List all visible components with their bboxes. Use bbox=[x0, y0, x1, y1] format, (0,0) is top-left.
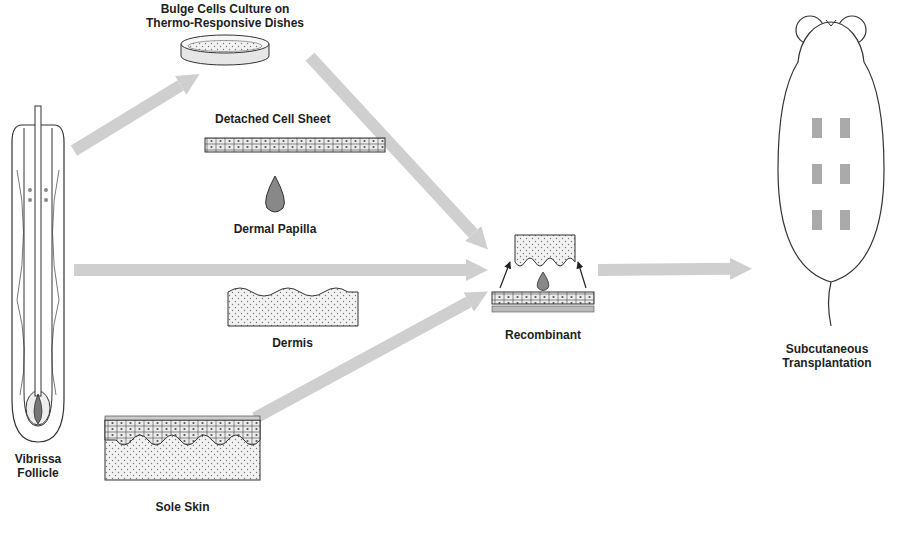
labelled-figure: Bulge Cells Culture on Thermo-Responsive… bbox=[140, 2, 310, 74]
figure-label: Subcutaneous Transplantation bbox=[752, 342, 902, 370]
support-plate bbox=[492, 306, 594, 312]
papilla-in-follicle bbox=[34, 394, 42, 424]
labelled-figure: Dermal Papilla bbox=[225, 172, 325, 236]
bulge-cell bbox=[44, 198, 48, 202]
hair-shaft bbox=[35, 106, 41, 396]
figure-label: Detached Cell Sheet bbox=[205, 112, 385, 126]
figure-label: Dermis bbox=[225, 336, 360, 350]
bulge-cell bbox=[44, 188, 48, 192]
labelled-figure: Vibrissa Follicle bbox=[2, 118, 74, 480]
process-arrow bbox=[74, 85, 181, 150]
dish-rim bbox=[181, 35, 269, 53]
dermal-papilla bbox=[537, 272, 549, 291]
labelled-figure: Detached Cell Sheet bbox=[205, 112, 385, 154]
graft-site bbox=[840, 210, 850, 230]
dermis-piece bbox=[515, 235, 575, 266]
mouse-body bbox=[778, 22, 884, 282]
mouse bbox=[778, 16, 884, 326]
vibrissa-follicle bbox=[12, 106, 64, 442]
sole-skin bbox=[105, 416, 260, 480]
labelled-figure: Sole Skin bbox=[100, 418, 265, 514]
dish-cells bbox=[188, 41, 262, 52]
sole-epidermis bbox=[105, 420, 260, 445]
process-arrow bbox=[74, 264, 466, 276]
graft-site bbox=[812, 210, 822, 230]
graft-site bbox=[812, 118, 822, 138]
graft-site bbox=[840, 118, 850, 138]
bulge-cell bbox=[28, 198, 32, 202]
bulge-cell bbox=[28, 188, 32, 192]
dermal-papilla bbox=[266, 176, 285, 212]
sole-dermis bbox=[105, 420, 260, 480]
figure-label: Sole Skin bbox=[100, 500, 265, 514]
blood-sinus bbox=[17, 170, 24, 395]
mouse-nose bbox=[826, 20, 836, 26]
hair-bulb bbox=[26, 391, 50, 425]
fold-arrow bbox=[500, 262, 510, 288]
graft-site bbox=[812, 164, 822, 184]
figure-label: Vibrissa Follicle bbox=[2, 452, 74, 480]
process-arrow bbox=[598, 269, 730, 270]
dermis-piece bbox=[228, 288, 358, 326]
figure-label: Recombinant bbox=[488, 328, 598, 342]
labelled-figure: Subcutaneous Transplantation bbox=[752, 8, 902, 370]
labelled-figure: Recombinant bbox=[488, 222, 598, 342]
cell-sheet bbox=[205, 138, 385, 152]
recombinant bbox=[492, 235, 594, 312]
mouse-tail bbox=[829, 282, 832, 326]
fold-arrow bbox=[578, 262, 586, 288]
graft-site bbox=[840, 164, 850, 184]
cell-sheet bbox=[492, 292, 594, 304]
labelled-figure: Dermis bbox=[225, 282, 360, 350]
figure-label: Bulge Cells Culture on Thermo-Responsive… bbox=[140, 2, 310, 30]
figure-label: Dermal Papilla bbox=[225, 222, 325, 236]
blood-sinus bbox=[52, 170, 59, 395]
stratum-corneum bbox=[105, 416, 260, 420]
culture-dish bbox=[181, 35, 269, 65]
